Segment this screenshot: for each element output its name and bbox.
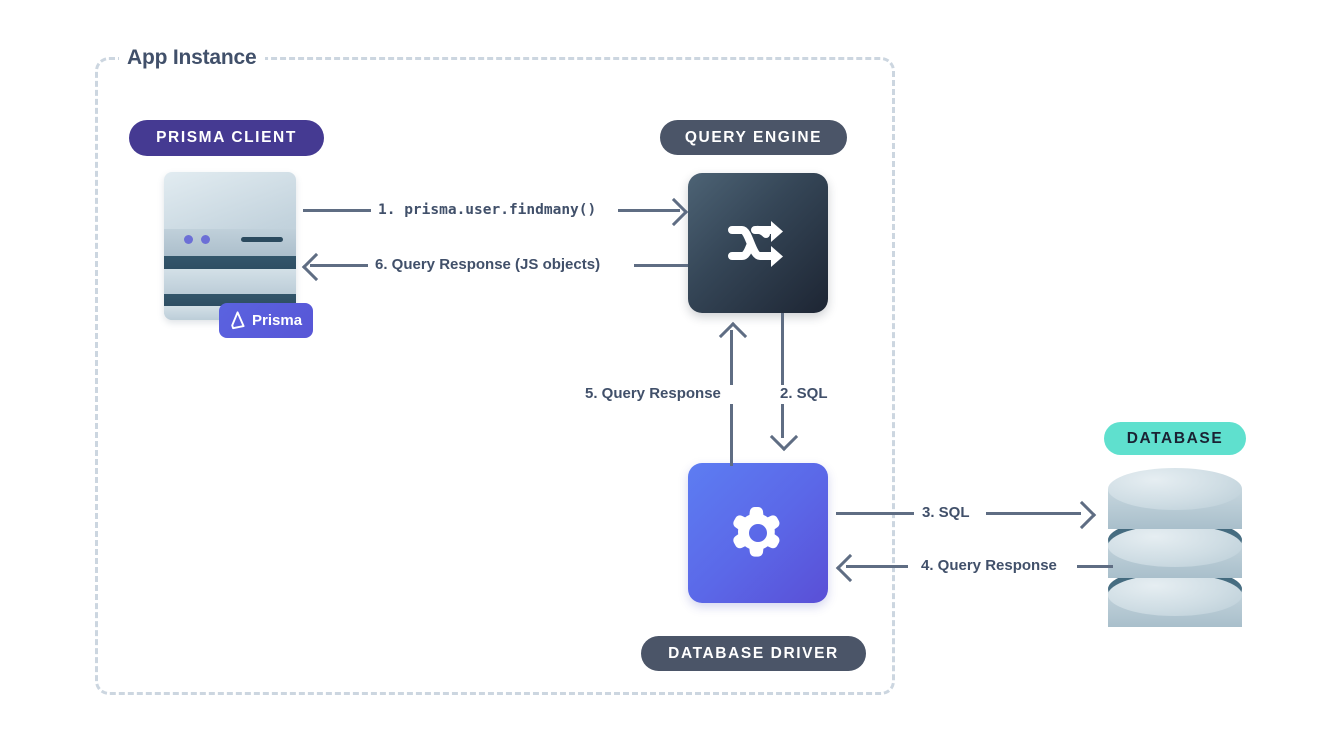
flow-5-label: 5. Query Response: [585, 385, 721, 402]
flow-2-line-bottom: [781, 404, 784, 438]
query-engine-badge: QUERY ENGINE: [660, 120, 847, 155]
database-badge: DATABASE: [1104, 422, 1246, 455]
prisma-logo-icon: [231, 311, 245, 330]
flow-1-line-right: [618, 209, 680, 212]
flow-3-label: 3. SQL: [922, 504, 970, 521]
flow-6-line-right: [634, 264, 688, 267]
flow-5-line-top: [730, 330, 733, 385]
flow-3-line-right: [986, 512, 1081, 515]
database-cylinder-icon: [1108, 468, 1242, 628]
flow-3-line-left: [836, 512, 914, 515]
database-driver-node: [688, 463, 828, 603]
flow-1-label: 1. prisma.user.findmany(): [378, 202, 597, 218]
flow-2-line-top: [781, 313, 784, 385]
flow-4-line-right: [1077, 565, 1113, 568]
app-instance-title: App Instance: [119, 43, 266, 73]
shuffle-icon: [728, 221, 783, 267]
flow-5-line-bottom: [730, 404, 733, 466]
prisma-logo-badge: Prisma: [219, 303, 313, 338]
database-driver-badge: DATABASE DRIVER: [641, 636, 866, 671]
flow-6-line-left: [310, 264, 368, 267]
app-instance-container: [95, 57, 895, 695]
flow-4-label: 4. Query Response: [921, 557, 1057, 574]
prisma-client-badge: PRISMA CLIENT: [129, 120, 324, 156]
flow-2-label: 2. SQL: [780, 385, 828, 402]
flow-3-arrowhead: [1067, 500, 1097, 530]
flow-1-line-left: [303, 209, 371, 212]
flow-4-line-left: [846, 565, 908, 568]
server-stack-icon: [164, 172, 296, 320]
gear-icon: [733, 507, 780, 557]
query-engine-node: [688, 173, 828, 313]
prisma-logo-label: Prisma: [252, 312, 303, 329]
flow-6-label: 6. Query Response (JS objects): [375, 256, 601, 273]
